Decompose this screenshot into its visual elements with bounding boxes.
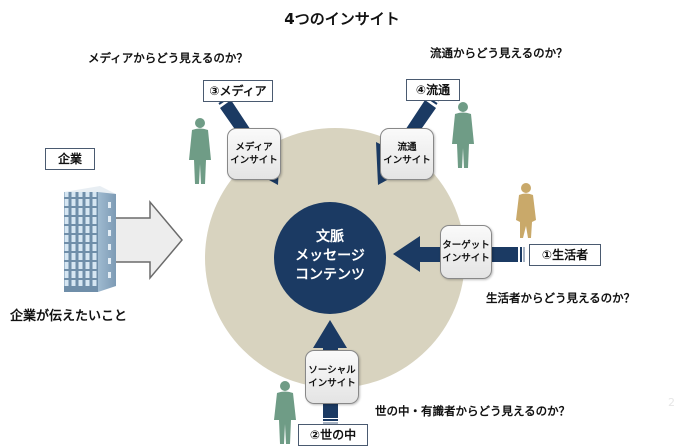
person-distribution-icon	[452, 102, 474, 168]
core-content: 文脈 メッセージ コンテンツ	[274, 228, 386, 285]
insight-society-line2: インサイト	[308, 378, 356, 389]
insight-consumer: ターゲット インサイト	[440, 225, 492, 279]
core-line-contents: コンテンツ	[295, 267, 365, 283]
question-distribution: 流通からどう見えるのか？	[430, 46, 568, 60]
company-caption: 企業が伝えたいこと	[10, 309, 128, 324]
person-society-icon	[274, 381, 296, 444]
insight-distribution-line1: 流通	[397, 142, 417, 153]
insight-society: ソーシャル インサイト	[305, 350, 359, 404]
building-icon	[64, 186, 116, 292]
insight-media-line1: メディア	[235, 142, 273, 153]
insight-distribution: 流通 インサイト	[380, 128, 434, 180]
insight-media: メディア インサイト	[227, 128, 281, 180]
question-society: 世の中・有識者からどう見えるのか？	[375, 404, 571, 418]
insight-consumer-line2: インサイト	[442, 253, 490, 264]
company-arrow	[114, 199, 183, 281]
page-title: 4つのインサイト	[284, 10, 400, 28]
core-line-context: 文脈	[316, 229, 344, 245]
insight-society-line1: ソーシャル	[308, 365, 356, 376]
person-media-icon	[189, 118, 211, 184]
source-label-society: ②世の中	[298, 424, 368, 446]
page-number: 2	[668, 396, 675, 409]
core-line-message: メッセージ	[295, 248, 365, 264]
question-consumer: 生活者からどう見えるのか？	[486, 291, 636, 305]
insight-media-line2: インサイト	[230, 155, 278, 166]
source-label-consumer: ①生活者	[529, 244, 601, 266]
source-label-distribution: ④流通	[406, 79, 460, 101]
question-media: メディアからどう見えるのか？	[88, 51, 248, 65]
source-label-media: ③メディア	[203, 80, 273, 102]
person-consumer-icon	[516, 183, 536, 238]
core-circle	[274, 202, 386, 314]
insight-distribution-line2: インサイト	[383, 155, 431, 166]
company-label: 企業	[45, 148, 95, 170]
insight-consumer-line1: ターゲット	[442, 240, 490, 251]
